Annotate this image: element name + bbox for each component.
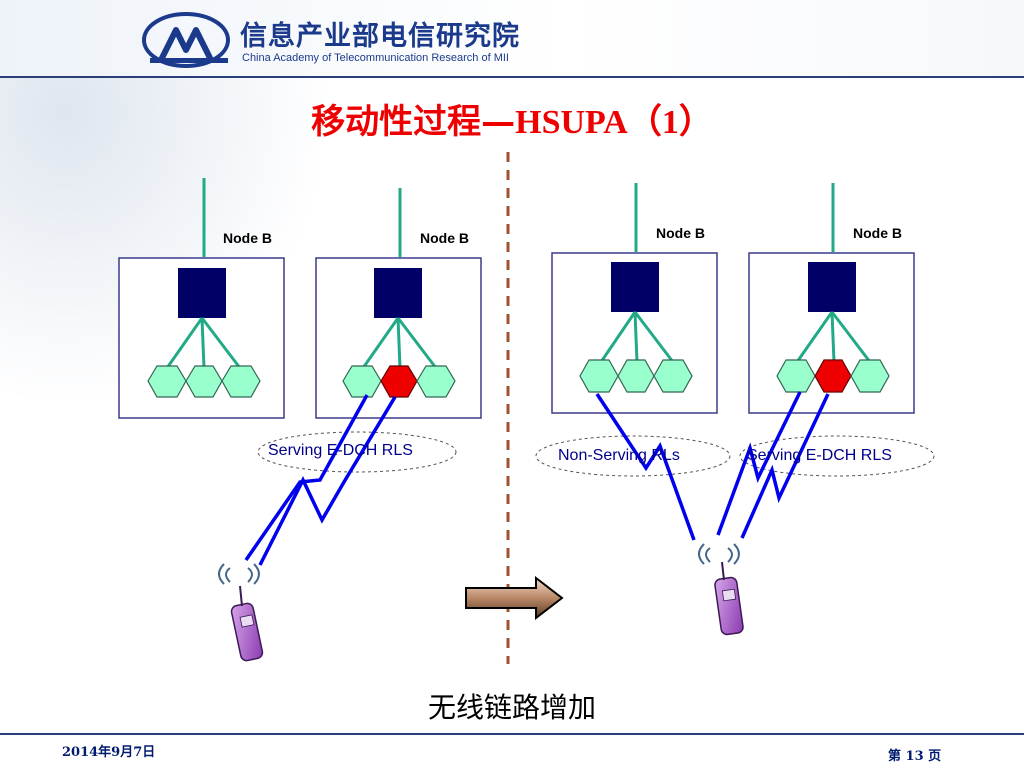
cell-hexagon [147,365,187,398]
cell-hexagon [653,359,693,393]
serving-rls-oval-after [739,435,935,477]
node-b-after-right [748,183,915,414]
node-b-label: Node B [853,225,902,241]
slide-title-cn: 移动性过程— [311,102,516,142]
serving-rls-label: Serving E-DCH RLS [268,442,413,459]
header-divider [0,76,1024,78]
mobile-phone-icon [698,543,744,636]
radio-link-serving-after [716,391,830,539]
cell-hexagon [221,365,261,398]
diagram-caption: 无线链路增加 [427,691,596,724]
slide-title: 移动性过程—HSUPA（1） [0,94,1024,143]
radio-link-serving-before [244,394,397,566]
mobile-phone-icon [218,563,264,662]
slide-title-en: HSUPA（1） [515,104,713,141]
footer-page-number: 第 13 页 [888,749,942,764]
org-name-cn: 信息产业部电信研究院 [240,21,520,52]
cell-hexagon [850,359,890,393]
cell-hexagon [342,365,382,398]
transition-arrow-icon [465,575,564,621]
catr-logo-icon [142,12,230,68]
footer-date: 2014年9月7日 [62,745,156,760]
cell-hexagon [579,359,619,393]
node-b-before-left [118,178,285,419]
node-b-after-left [551,183,718,414]
node-b-label: Node B [420,230,469,246]
non-serving-rls-label: Non-Serving RLs [558,447,680,464]
cell-hexagon [776,359,816,393]
node-b-label: Node B [656,225,705,241]
cell-hexagon [416,365,456,398]
org-name-en: China Academy of Telecommunication Resea… [242,52,509,64]
node-b-label: Node B [223,230,272,246]
non-serving-rls-oval [535,435,731,477]
footer-divider [0,733,1024,735]
radio-link-non-serving-after [595,393,696,541]
serving-rls-label-after: Serving E-DCH RLS [747,447,892,464]
serving-rls-oval [257,431,457,473]
node-b-before-right [315,188,482,419]
